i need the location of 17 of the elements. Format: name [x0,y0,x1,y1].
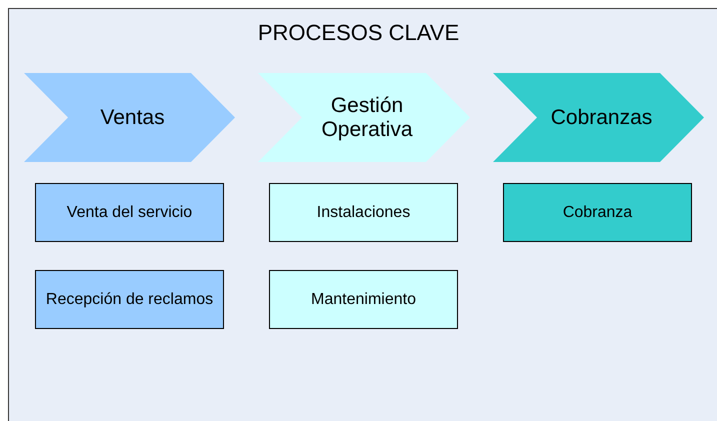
process-box [35,183,224,242]
chevron-shape [258,73,470,162]
process-label: Mantenimiento [311,290,416,308]
process-title: Gestión Operativa [320,94,414,142]
process-label: Venta del servicio [66,204,192,222]
process-label: Cobranza [562,204,632,222]
chevron-shape [493,73,704,162]
process-box [269,270,458,329]
process-box [35,270,224,329]
process-label: Recepción de reclamos [46,290,214,308]
process-title: Cobranzas [550,106,652,130]
process-box [503,183,692,242]
process-title: Ventas [100,106,165,130]
chevron-shape [24,73,235,162]
process-box [269,183,458,242]
process-label: Instalaciones [316,204,410,222]
title: PROCESOS CLAVE [258,20,460,46]
